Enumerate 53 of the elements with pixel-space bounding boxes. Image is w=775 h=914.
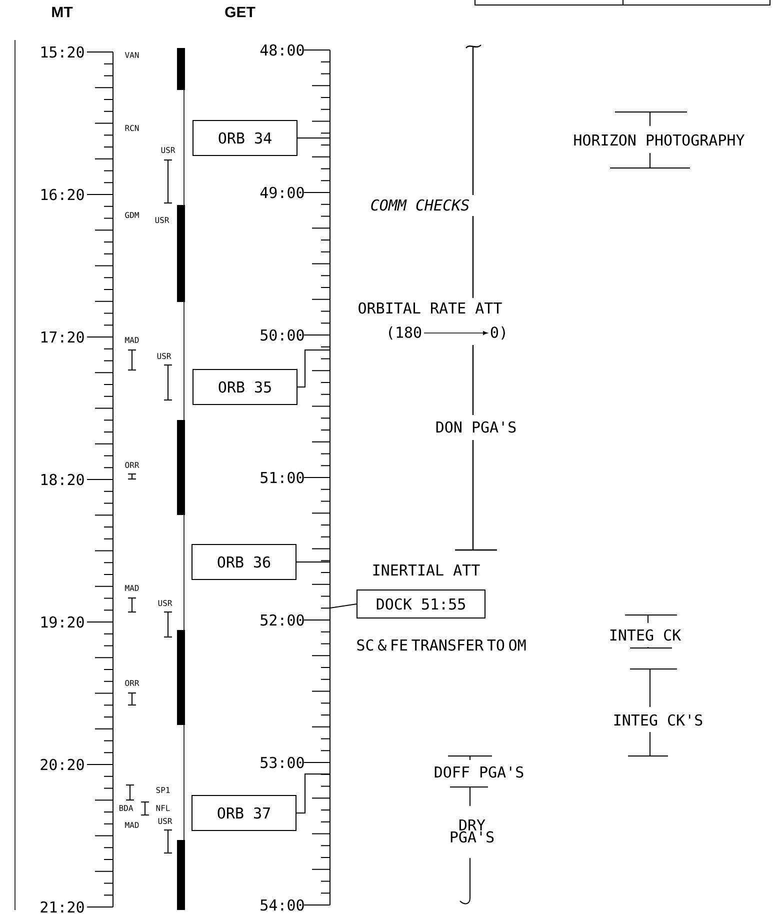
station-label: USR xyxy=(158,600,172,606)
station-label: USR xyxy=(161,146,176,154)
activity-label: COMM CHECKS xyxy=(371,199,470,211)
time-label: 53:00 xyxy=(260,756,304,768)
time-label: 16:20 xyxy=(41,188,84,200)
station-label: MAD xyxy=(125,585,139,591)
activity-label: DOFF PGA'S xyxy=(434,766,524,778)
station-label: ORR xyxy=(125,680,140,686)
time-label: 54:00 xyxy=(260,899,304,911)
time-label: 52:00 xyxy=(260,614,304,626)
orbit-box: ORB 34 xyxy=(192,120,298,156)
leader-line xyxy=(296,774,331,814)
station-label: RCN xyxy=(125,124,139,132)
time-label: 17:20 xyxy=(41,331,84,343)
station-label: NFL xyxy=(156,805,170,811)
station-label: GDM xyxy=(125,212,139,218)
time-label: 21:20 xyxy=(40,901,84,913)
activity-label: 0) xyxy=(490,326,505,340)
activity-label: DON PGA'S xyxy=(436,421,516,433)
station-label: MAD xyxy=(125,337,139,343)
time-label: 49:00 xyxy=(260,186,304,198)
activity-label: INTEG CK'S xyxy=(614,714,702,726)
activity-label: INTEG CK xyxy=(610,629,682,641)
activity-label: INERTIAL ATT xyxy=(373,564,480,576)
activity-label: (180 xyxy=(389,326,422,340)
orbit-box: DOCK 51:55 xyxy=(356,590,486,618)
time-label: 18:20 xyxy=(41,474,84,486)
orbit-box: ORB 35 xyxy=(192,369,298,405)
time-label: 19:20 xyxy=(41,616,84,628)
time-label: 15:20 xyxy=(41,46,84,58)
leader-line xyxy=(330,604,357,608)
station-label: MAD xyxy=(125,822,139,828)
time-label: 51:00 xyxy=(260,472,304,484)
station-label: USR xyxy=(158,818,172,824)
station-label: USR xyxy=(157,352,172,360)
time-label: 50:00 xyxy=(260,329,304,341)
activity-label: SC & FE TRANSFER TO OM xyxy=(357,639,526,651)
orbit-box: ORB 37 xyxy=(192,795,296,831)
column-heading: MT xyxy=(52,6,73,18)
activity-label: HORIZON PHOTOGRAPHY xyxy=(574,134,744,146)
time-scale-drawing xyxy=(304,50,330,906)
activity-label: DRY PGA'S xyxy=(450,819,494,843)
orbit-box: ORB 36 xyxy=(192,544,296,580)
station-label: ORR xyxy=(125,462,140,468)
station-label: SP1 xyxy=(156,786,170,794)
time-label: 20:20 xyxy=(40,758,84,770)
column-heading: GET xyxy=(225,6,256,18)
leader-line xyxy=(297,350,331,388)
station-label: BDA xyxy=(119,805,134,811)
activity-label: ORBITAL RATE ATT xyxy=(358,302,502,314)
station-label: USR xyxy=(155,216,170,224)
station-label: VAN xyxy=(125,52,139,58)
time-label: 48:00 xyxy=(260,44,304,56)
